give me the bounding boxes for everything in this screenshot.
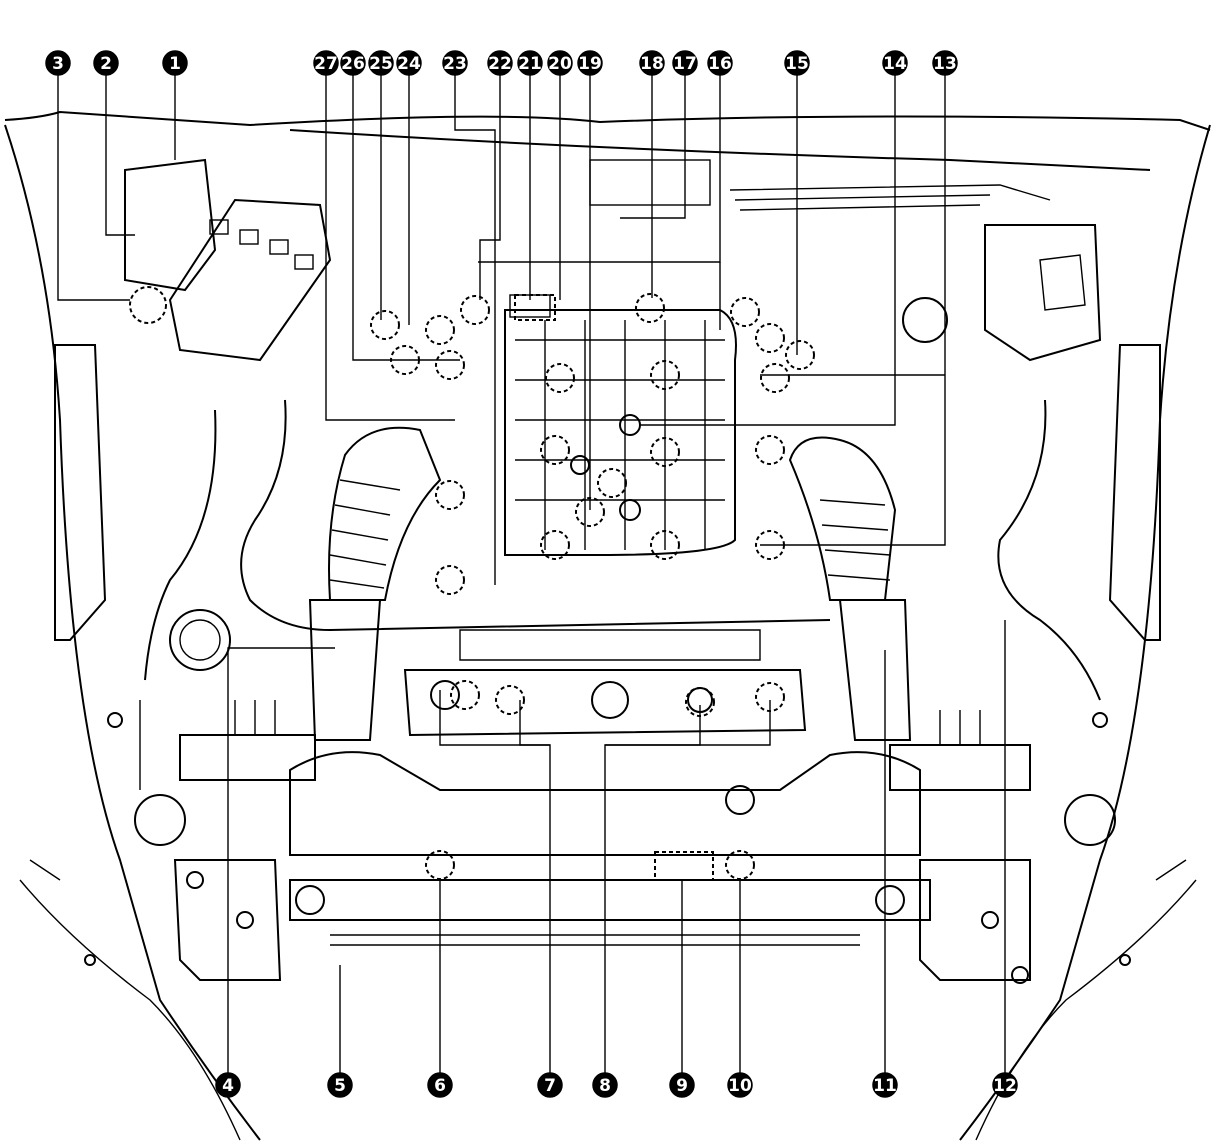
svg-text:7: 7 — [544, 1076, 556, 1096]
callout-26: 26 — [340, 50, 366, 76]
svg-text:15: 15 — [785, 54, 809, 74]
callout-8: 8 — [592, 1072, 618, 1098]
svg-text:22: 22 — [488, 54, 512, 74]
svg-text:24: 24 — [397, 54, 421, 74]
reservoirs — [134, 609, 1116, 846]
callout-5: 5 — [327, 1072, 353, 1098]
air-duct-left — [308, 426, 442, 741]
callout-20: 20 — [547, 50, 573, 76]
component-markers — [129, 286, 815, 881]
svg-text:26: 26 — [341, 54, 365, 74]
body-outline — [4, 110, 1211, 1141]
callout-13: 13 — [932, 50, 958, 76]
callout-1: 1 — [162, 50, 188, 76]
callout-9: 9 — [669, 1072, 695, 1098]
callout-12: 12 — [992, 1072, 1018, 1098]
svg-text:14: 14 — [883, 54, 907, 74]
svg-text:13: 13 — [933, 54, 957, 74]
svg-text:23: 23 — [443, 54, 467, 74]
svg-text:5: 5 — [334, 1076, 346, 1096]
battery — [902, 224, 1102, 362]
svg-text:12: 12 — [993, 1076, 1017, 1096]
svg-text:16: 16 — [708, 54, 732, 74]
callout-24: 24 — [396, 50, 422, 76]
callout-10: 10 — [727, 1072, 753, 1098]
callout-6: 6 — [427, 1072, 453, 1098]
callouts-top: 3 2 1 27 26 25 24 23 22 21 20 19 18 17 1… — [45, 50, 958, 76]
svg-text:3: 3 — [52, 54, 64, 74]
callout-17: 17 — [672, 50, 698, 76]
callout-19: 19 — [577, 50, 603, 76]
svg-text:8: 8 — [599, 1076, 611, 1096]
callout-23: 23 — [442, 50, 468, 76]
callout-4: 4 — [215, 1072, 241, 1098]
side-brackets — [54, 344, 1161, 984]
callout-21: 21 — [517, 50, 543, 76]
svg-text:25: 25 — [369, 54, 393, 74]
callout-14: 14 — [882, 50, 908, 76]
callout-16: 16 — [707, 50, 733, 76]
leader-lines — [57, 75, 1006, 1085]
callout-18: 18 — [639, 50, 665, 76]
callout-2: 2 — [93, 50, 119, 76]
relay-box-left — [124, 158, 332, 362]
svg-text:4: 4 — [222, 1076, 234, 1096]
callout-15: 15 — [784, 50, 810, 76]
intake-plenum — [504, 294, 737, 556]
callout-25: 25 — [368, 50, 394, 76]
svg-text:1: 1 — [169, 54, 181, 74]
svg-text:10: 10 — [728, 1076, 752, 1096]
svg-text:20: 20 — [548, 54, 572, 74]
callout-11: 11 — [872, 1072, 898, 1098]
svg-text:27: 27 — [314, 54, 338, 74]
wiring-harness — [139, 399, 1101, 790]
svg-text:9: 9 — [676, 1076, 688, 1096]
callout-3: 3 — [45, 50, 71, 76]
svg-text:11: 11 — [873, 1076, 897, 1096]
svg-text:18: 18 — [640, 54, 664, 74]
callouts-bottom: 4 5 6 7 8 9 10 11 12 — [215, 1072, 1018, 1098]
air-duct-right — [788, 436, 912, 741]
svg-text:6: 6 — [434, 1076, 446, 1096]
svg-text:19: 19 — [578, 54, 602, 74]
callout-7: 7 — [537, 1072, 563, 1098]
radiator-support — [289, 751, 931, 946]
callout-22: 22 — [487, 50, 513, 76]
svg-text:17: 17 — [673, 54, 697, 74]
callout-27: 27 — [313, 50, 339, 76]
svg-text:2: 2 — [100, 54, 112, 74]
svg-text:21: 21 — [518, 54, 542, 74]
relay-block-lower — [179, 700, 1031, 791]
